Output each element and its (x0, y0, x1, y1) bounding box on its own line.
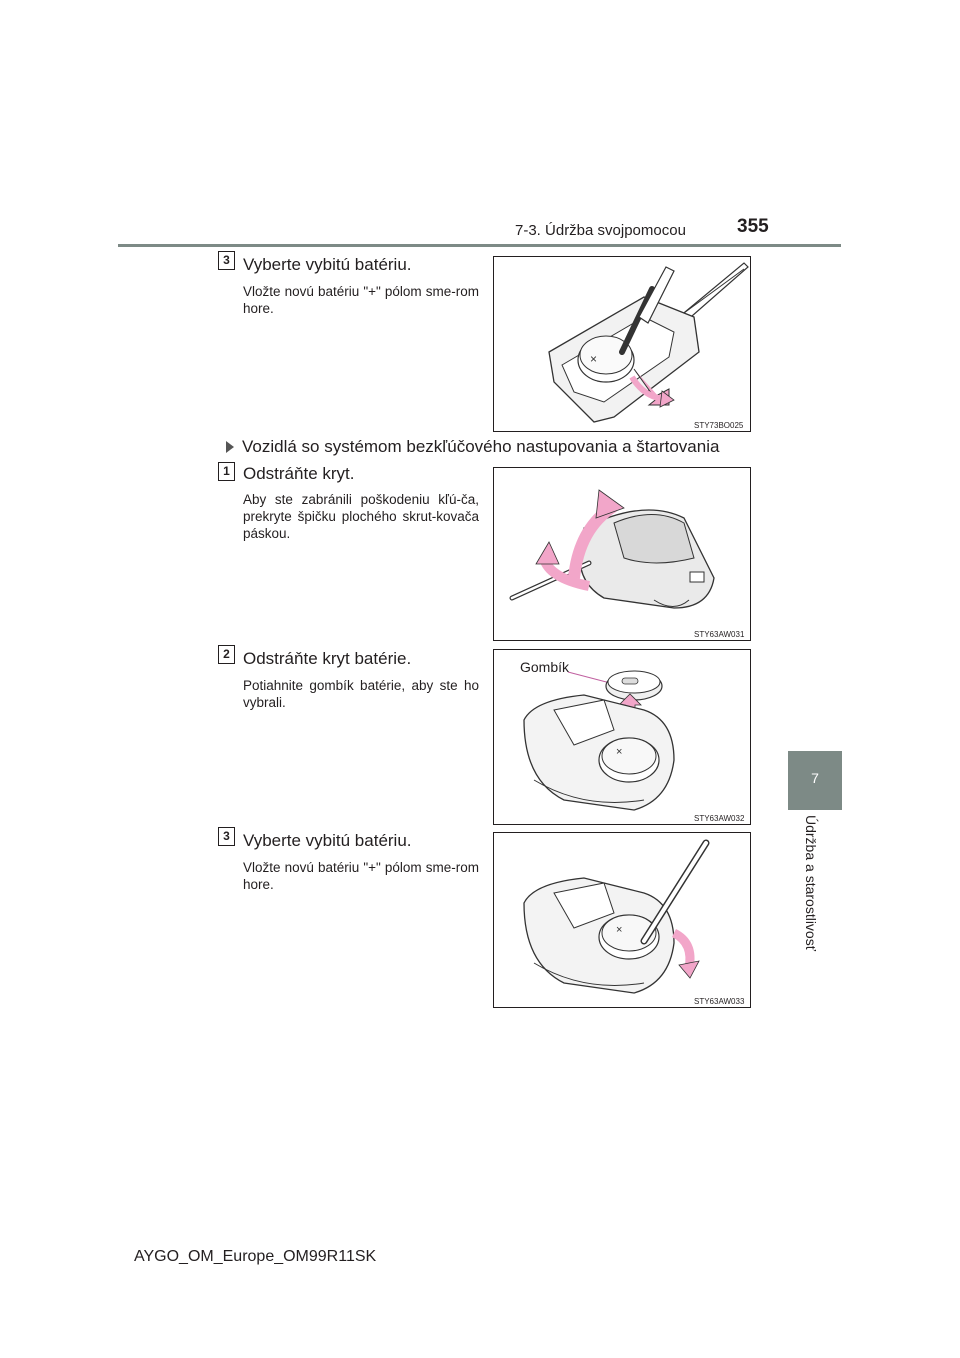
chapter-title: Údržba a starostlivosť (803, 815, 819, 951)
figure-code: STY63AW033 (694, 997, 745, 1006)
step-description: Vložte novú batériu "+" pólom sme-rom ho… (243, 860, 479, 892)
chapter-tab (788, 751, 842, 810)
step-description: Potiahnite gombík batérie, aby ste ho vy… (243, 678, 479, 710)
header-rule (118, 244, 841, 247)
svg-text:×: × (616, 746, 622, 758)
step-number: 1 (218, 462, 235, 481)
step-description: Aby ste zabránili poškodeniu kľú-ča, pre… (243, 492, 479, 541)
subsection-heading: Vozidlá so systémom bezkľúčového nastupo… (242, 437, 720, 456)
document-id: AYGO_OM_Europe_OM99R11SK (134, 1248, 377, 1265)
figure-code: STY73BO025 (694, 421, 744, 430)
step-number: 3 (218, 251, 235, 270)
step-number: 2 (218, 645, 235, 664)
step-title: Vyberte vybitú batériu. (243, 831, 412, 850)
step-number: 3 (218, 827, 235, 846)
chapter-number: 7 (811, 770, 819, 786)
svg-text:×: × (616, 924, 622, 936)
step-description: Vložte novú batériu "+" pólom sme-rom ho… (243, 284, 479, 316)
step-title: Odstráňte kryt. (243, 464, 355, 483)
section-title: 7-3. Údržba svojpomocou (515, 222, 686, 239)
figure-code: STY63AW031 (694, 630, 745, 639)
figure-code: STY63AW032 (694, 814, 745, 823)
figure-remove-battery-fob: × STY63AW033 (493, 832, 751, 1008)
callout-label: Gombík (520, 659, 570, 675)
figure-remove-battery-key: × STY73BO025 (493, 256, 751, 432)
triangle-bullet-icon (226, 441, 234, 453)
step-title: Vyberte vybitú batériu. (243, 255, 412, 274)
svg-text:×: × (590, 352, 597, 366)
page-number: 355 (737, 216, 769, 237)
step-title: Odstráňte kryt batérie. (243, 649, 412, 668)
figure-remove-battery-cover: × STY63AW032 (493, 649, 751, 825)
figure-remove-cover: STY63AW031 (493, 467, 751, 641)
